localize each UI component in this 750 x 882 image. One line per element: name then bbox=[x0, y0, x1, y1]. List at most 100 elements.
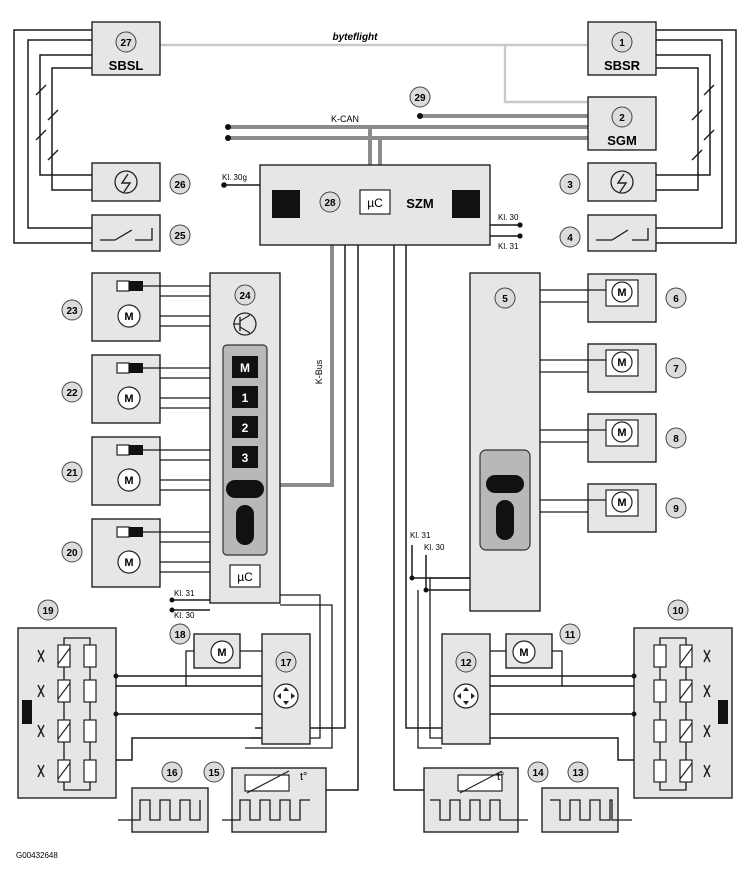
svg-text:4: 4 bbox=[567, 233, 573, 244]
module-14-temperature-sensor: t° 14 bbox=[423, 761, 549, 833]
svg-text:24: 24 bbox=[239, 291, 251, 302]
svg-text:M: M bbox=[217, 647, 226, 659]
byteflight-bus: byteflight bbox=[160, 32, 590, 104]
svg-text:M: M bbox=[617, 497, 626, 509]
svg-text:M: M bbox=[617, 427, 626, 439]
module-18-motor: M 18 bbox=[169, 623, 262, 686]
svg-text:27: 27 bbox=[120, 38, 132, 49]
motor-module-7: M 7 bbox=[540, 343, 687, 393]
svg-text:1: 1 bbox=[619, 38, 625, 49]
module-sgm: 2 SGM bbox=[587, 96, 657, 151]
motor-module-21: M 21 bbox=[61, 436, 161, 506]
left-motor-wiring bbox=[143, 285, 210, 573]
svg-text:26: 26 bbox=[174, 180, 186, 191]
temperature-label-14: t° bbox=[497, 771, 504, 783]
kcan-label: K-CAN bbox=[331, 114, 359, 124]
module-19-valve-block: 19 bbox=[17, 599, 119, 799]
svg-text:M: M bbox=[124, 311, 133, 323]
motor-module-20: M 20 bbox=[61, 518, 161, 588]
module-sbsl: 27 SBSL bbox=[91, 21, 161, 76]
svg-text:11: 11 bbox=[565, 630, 576, 641]
sbsl-label: SBSL bbox=[109, 58, 144, 73]
szm-label: SZM bbox=[406, 196, 433, 211]
module-26-squib: 26 bbox=[91, 162, 191, 202]
motor-module-22: M 22 bbox=[61, 354, 161, 424]
svg-text:3: 3 bbox=[567, 180, 573, 191]
svg-text:Kl. 31: Kl. 31 bbox=[174, 589, 195, 598]
svg-text:Kl. 30: Kl. 30 bbox=[174, 611, 195, 620]
module-12-pump-control: 12 bbox=[417, 578, 491, 749]
memory-button-1[interactable]: 1 bbox=[232, 386, 258, 408]
motor-module-9: M 9 bbox=[540, 483, 687, 533]
svg-text:25: 25 bbox=[174, 231, 186, 242]
sbsr-label: SBSR bbox=[604, 58, 641, 73]
module-11-motor: M 11 bbox=[490, 623, 581, 686]
svg-text:14: 14 bbox=[532, 768, 544, 779]
motor-module-8: M 8 bbox=[540, 413, 687, 463]
szm-uc-label: µC bbox=[367, 196, 383, 210]
seat-uc-label: µC bbox=[237, 570, 253, 584]
svg-text:8: 8 bbox=[673, 434, 679, 445]
svg-text:6: 6 bbox=[673, 294, 679, 305]
module-4-switch: 4 bbox=[559, 214, 657, 252]
svg-text:M: M bbox=[124, 475, 133, 487]
svg-text:1: 1 bbox=[242, 391, 249, 405]
svg-text:M: M bbox=[124, 557, 133, 569]
kbus-label: K-Bus bbox=[314, 359, 324, 384]
svg-text:10: 10 bbox=[672, 606, 684, 617]
module-sbsr: 1 SBSR bbox=[587, 21, 657, 76]
svg-text:20: 20 bbox=[66, 548, 78, 559]
memory-button-2[interactable]: 2 bbox=[232, 416, 258, 438]
byteflight-label: byteflight bbox=[333, 32, 379, 43]
left-top-wiring bbox=[13, 29, 92, 244]
svg-text:13: 13 bbox=[572, 768, 584, 779]
module-17-pump-control: 17 bbox=[261, 633, 311, 745]
kl30g-label: Kl. 30g bbox=[222, 173, 247, 182]
figure-id: G00432648 bbox=[16, 851, 58, 860]
module-3-squib: 3 bbox=[559, 162, 657, 202]
svg-text:9: 9 bbox=[673, 504, 679, 515]
svg-text:22: 22 bbox=[66, 388, 78, 399]
motor-module-6: M 6 bbox=[540, 273, 687, 323]
svg-text:18: 18 bbox=[174, 630, 186, 641]
svg-text:M: M bbox=[124, 393, 133, 405]
left-lower-wiring bbox=[116, 675, 262, 761]
module-25-switch: 25 bbox=[91, 214, 191, 252]
kbus-line: K-Bus bbox=[280, 245, 334, 487]
kcan-bus: K-CAN bbox=[225, 113, 590, 165]
component-29: 29 bbox=[409, 86, 431, 108]
right-top-wiring bbox=[656, 29, 737, 244]
left-seat-power: Kl. 31 Kl. 30 bbox=[169, 589, 210, 620]
svg-text:15: 15 bbox=[208, 768, 220, 779]
seat-module-5: 5 Kl. 31 Kl. 30 bbox=[409, 272, 541, 612]
temperature-label-15: t° bbox=[300, 771, 307, 783]
memory-button-m[interactable]: M bbox=[232, 356, 258, 378]
svg-text:M: M bbox=[617, 287, 626, 299]
svg-text:2: 2 bbox=[242, 421, 249, 435]
svg-text:29: 29 bbox=[414, 93, 426, 104]
svg-text:7: 7 bbox=[673, 364, 679, 375]
svg-text:5: 5 bbox=[502, 294, 508, 305]
svg-text:28: 28 bbox=[324, 198, 336, 209]
svg-text:Kl. 30: Kl. 30 bbox=[498, 213, 519, 222]
svg-text:23: 23 bbox=[66, 306, 78, 317]
motor-module-23: M 23 bbox=[61, 272, 161, 342]
sgm-label: SGM bbox=[607, 133, 637, 148]
svg-text:M: M bbox=[519, 647, 528, 659]
svg-text:2: 2 bbox=[619, 113, 625, 124]
module-16-pulse: 16 bbox=[118, 761, 209, 833]
svg-text:3: 3 bbox=[242, 451, 249, 465]
svg-text:M: M bbox=[240, 361, 250, 375]
svg-text:Kl. 30: Kl. 30 bbox=[424, 543, 445, 552]
memory-button-3[interactable]: 3 bbox=[232, 446, 258, 468]
svg-text:Kl. 31: Kl. 31 bbox=[498, 242, 519, 251]
module-szm: 28 µC SZM Kl. 30g Kl. 30 Kl. 31 bbox=[221, 164, 523, 251]
svg-text:Kl. 31: Kl. 31 bbox=[410, 531, 431, 540]
svg-text:19: 19 bbox=[42, 606, 54, 617]
module-10-valve-block: 10 bbox=[631, 599, 733, 799]
svg-text:21: 21 bbox=[66, 468, 78, 479]
svg-text:12: 12 bbox=[460, 658, 472, 669]
seat-module-24: 24 M 1 2 3 µC bbox=[209, 272, 281, 604]
